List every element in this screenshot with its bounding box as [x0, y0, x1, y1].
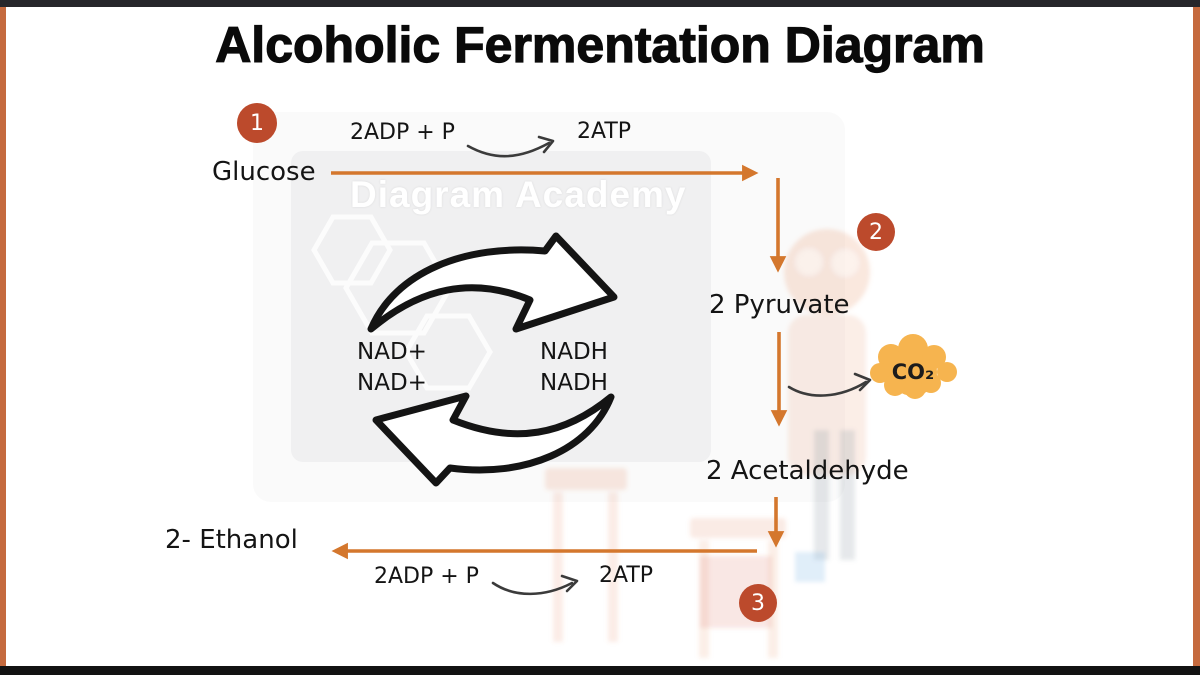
top-frame-bar [0, 0, 1200, 7]
glucose-label: Glucose [212, 157, 316, 187]
step-badge-2: 2 [857, 213, 895, 251]
nad-plus-line2: NAD+ [357, 370, 427, 396]
nadh-labels: NADH NADH [540, 337, 608, 399]
acetaldehyde-label: 2 Acetaldehyde [706, 456, 909, 486]
adp-label-top: 2ADP + P [350, 120, 455, 145]
nad-cycle-arrow-left [372, 392, 615, 487]
left-frame-stripe [0, 7, 6, 666]
atp-label-top: 2ATP [577, 119, 632, 144]
step-badge-3: 3 [739, 584, 777, 622]
nad-plus-labels: NAD+ NAD+ [357, 337, 427, 399]
co2-label: CO₂ [891, 360, 935, 384]
co2-release-arrowhead [853, 372, 872, 392]
bottom-frame-bar [0, 666, 1200, 675]
watermark-panel-inner [291, 151, 711, 462]
ethanol-label: 2- Ethanol [165, 525, 298, 555]
right-frame-stripe [1193, 7, 1200, 666]
co2-release-arrow [787, 380, 868, 397]
pyruvate-label: 2 Pyruvate [709, 290, 850, 320]
nadh-line1: NADH [540, 339, 608, 365]
atp-label-bottom: 2ATP [599, 563, 654, 588]
nadh-line2: NADH [540, 370, 608, 396]
page-title: Alcoholic Fermentation Diagram [215, 16, 986, 73]
adp-label-bottom: 2ADP + P [374, 564, 479, 589]
adp-to-atp-arrowhead-bottom [560, 574, 579, 593]
co2-cloud [870, 334, 957, 399]
nad-plus-line1: NAD+ [357, 339, 427, 365]
watermark-text: Diagram Academy [350, 174, 687, 215]
adp-to-atp-arrow-top [466, 141, 551, 158]
adp-to-atp-arrow-bottom [491, 581, 574, 596]
hexagon-pattern [311, 214, 493, 391]
step-badge-1: 1 [237, 103, 277, 143]
nad-cycle-arrow-right [367, 232, 618, 333]
adp-to-atp-arrowhead-top [537, 135, 555, 154]
